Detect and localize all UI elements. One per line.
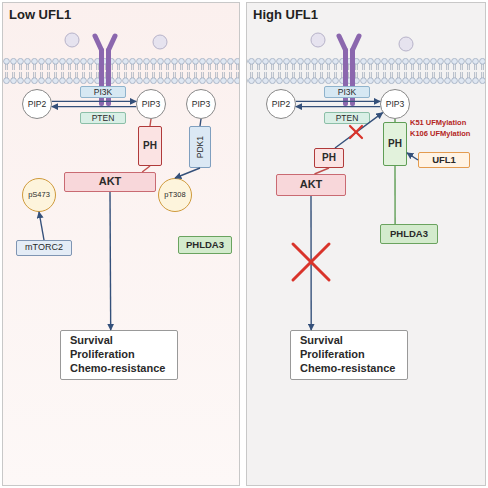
- membrane-bilayer: [247, 58, 485, 84]
- node-label: PH: [143, 140, 157, 153]
- ligand-circle: [311, 33, 325, 47]
- panel-background: [246, 2, 486, 486]
- lipid-circle: PIP3: [136, 89, 166, 119]
- outcome-box: Survival Proliferation Chemo-resistance: [60, 330, 178, 380]
- signal-arrow: [407, 153, 418, 160]
- signal-arrow: [310, 196, 312, 330]
- node-label: PIP3: [386, 99, 404, 110]
- domain-box: PH: [138, 126, 162, 166]
- signal-arrow: [52, 106, 136, 107]
- panel-frame: Low UFL1PIP2 PI3K PTEN PIP3 PIP3PH PDK1AKT pS4…: [2, 2, 240, 486]
- panel-background: [2, 2, 240, 486]
- outcome-box: Survival Proliferation Chemo-resistance: [290, 330, 408, 380]
- signal-arrow: [296, 101, 380, 102]
- node-label: AKT: [99, 175, 122, 189]
- membrane-bilayer: [3, 58, 239, 84]
- node-label: PTEN: [336, 113, 359, 124]
- node-label: PHLDA3: [186, 239, 224, 251]
- protein-box: PHLDA3: [178, 236, 232, 254]
- modification-label: K51 UFMylation: [410, 118, 466, 127]
- enzyme-box: PTEN: [324, 112, 370, 124]
- ligand-circle: [65, 33, 79, 47]
- protein-box: AKT: [64, 172, 156, 192]
- node-label: pS473: [28, 190, 50, 199]
- node-label: PI3K: [94, 87, 112, 98]
- signal-arrow: [52, 101, 136, 102]
- node-label: PIP3: [192, 99, 210, 110]
- lipid-circle: PIP2: [266, 89, 296, 119]
- inhibition-cross: [293, 244, 329, 280]
- lipid-circle: PIP3: [186, 89, 216, 119]
- enzyme-box: PTEN: [80, 112, 126, 124]
- lipid-circle: PIP2: [22, 89, 52, 119]
- ligand-circle: [153, 35, 167, 49]
- domain-box: PH: [314, 148, 344, 168]
- enzyme-box: PI3K: [324, 86, 370, 98]
- signal-arrow: [109, 192, 111, 330]
- signal-arrow: [175, 168, 200, 178]
- node-label: PHLDA3: [390, 228, 428, 240]
- enzyme-box: UFL1: [418, 152, 470, 168]
- kinase-box: mTORC2: [16, 240, 72, 256]
- ligand-circle: [399, 37, 413, 51]
- lipid-circle: PIP3: [380, 89, 410, 119]
- phospho-site-circle: pS473: [22, 178, 56, 212]
- link-line: [142, 166, 150, 172]
- node-label: PH: [322, 152, 336, 165]
- node-label: PH: [388, 138, 402, 151]
- node-label: PDK1: [195, 136, 206, 158]
- inhibition-cross: [350, 126, 362, 138]
- node-label: PIP2: [272, 99, 290, 110]
- enzyme-box: PI3K: [80, 86, 126, 98]
- link-line: [200, 119, 201, 126]
- panel-frame: High UFL1PIP2 PI3K PTEN PIP3PH UFL1 PH AKT PHLD…: [246, 2, 486, 486]
- link-line: [315, 168, 330, 174]
- signal-arrow: [296, 106, 380, 107]
- node-label: PTEN: [92, 113, 115, 124]
- node-label: Survival Proliferation Chemo-resistance: [300, 334, 405, 375]
- signal-arrow: [39, 212, 44, 240]
- node-label: mTORC2: [25, 242, 63, 253]
- protein-box: PHLDA3: [380, 224, 438, 244]
- node-label: PIP3: [142, 99, 160, 110]
- signal-arrow: [335, 113, 383, 148]
- node-label: pT308: [164, 190, 185, 199]
- panel-heading: High UFL1: [253, 7, 318, 22]
- node-label: PIP2: [28, 99, 46, 110]
- protein-box: AKT: [276, 174, 346, 196]
- link-line: [150, 119, 151, 126]
- kinase-box: PDK1: [189, 126, 211, 168]
- phospho-site-circle: pT308: [158, 178, 192, 212]
- node-label: Survival Proliferation Chemo-resistance: [70, 334, 175, 375]
- node-label: AKT: [300, 178, 323, 192]
- node-label: UFL1: [432, 154, 456, 166]
- modification-label: K106 UFMylation: [410, 129, 470, 138]
- domain-box: PH: [383, 122, 407, 166]
- panel-heading: Low UFL1: [9, 7, 71, 22]
- link-line: [394, 119, 395, 122]
- link-line: [394, 166, 396, 224]
- node-label: PI3K: [338, 87, 356, 98]
